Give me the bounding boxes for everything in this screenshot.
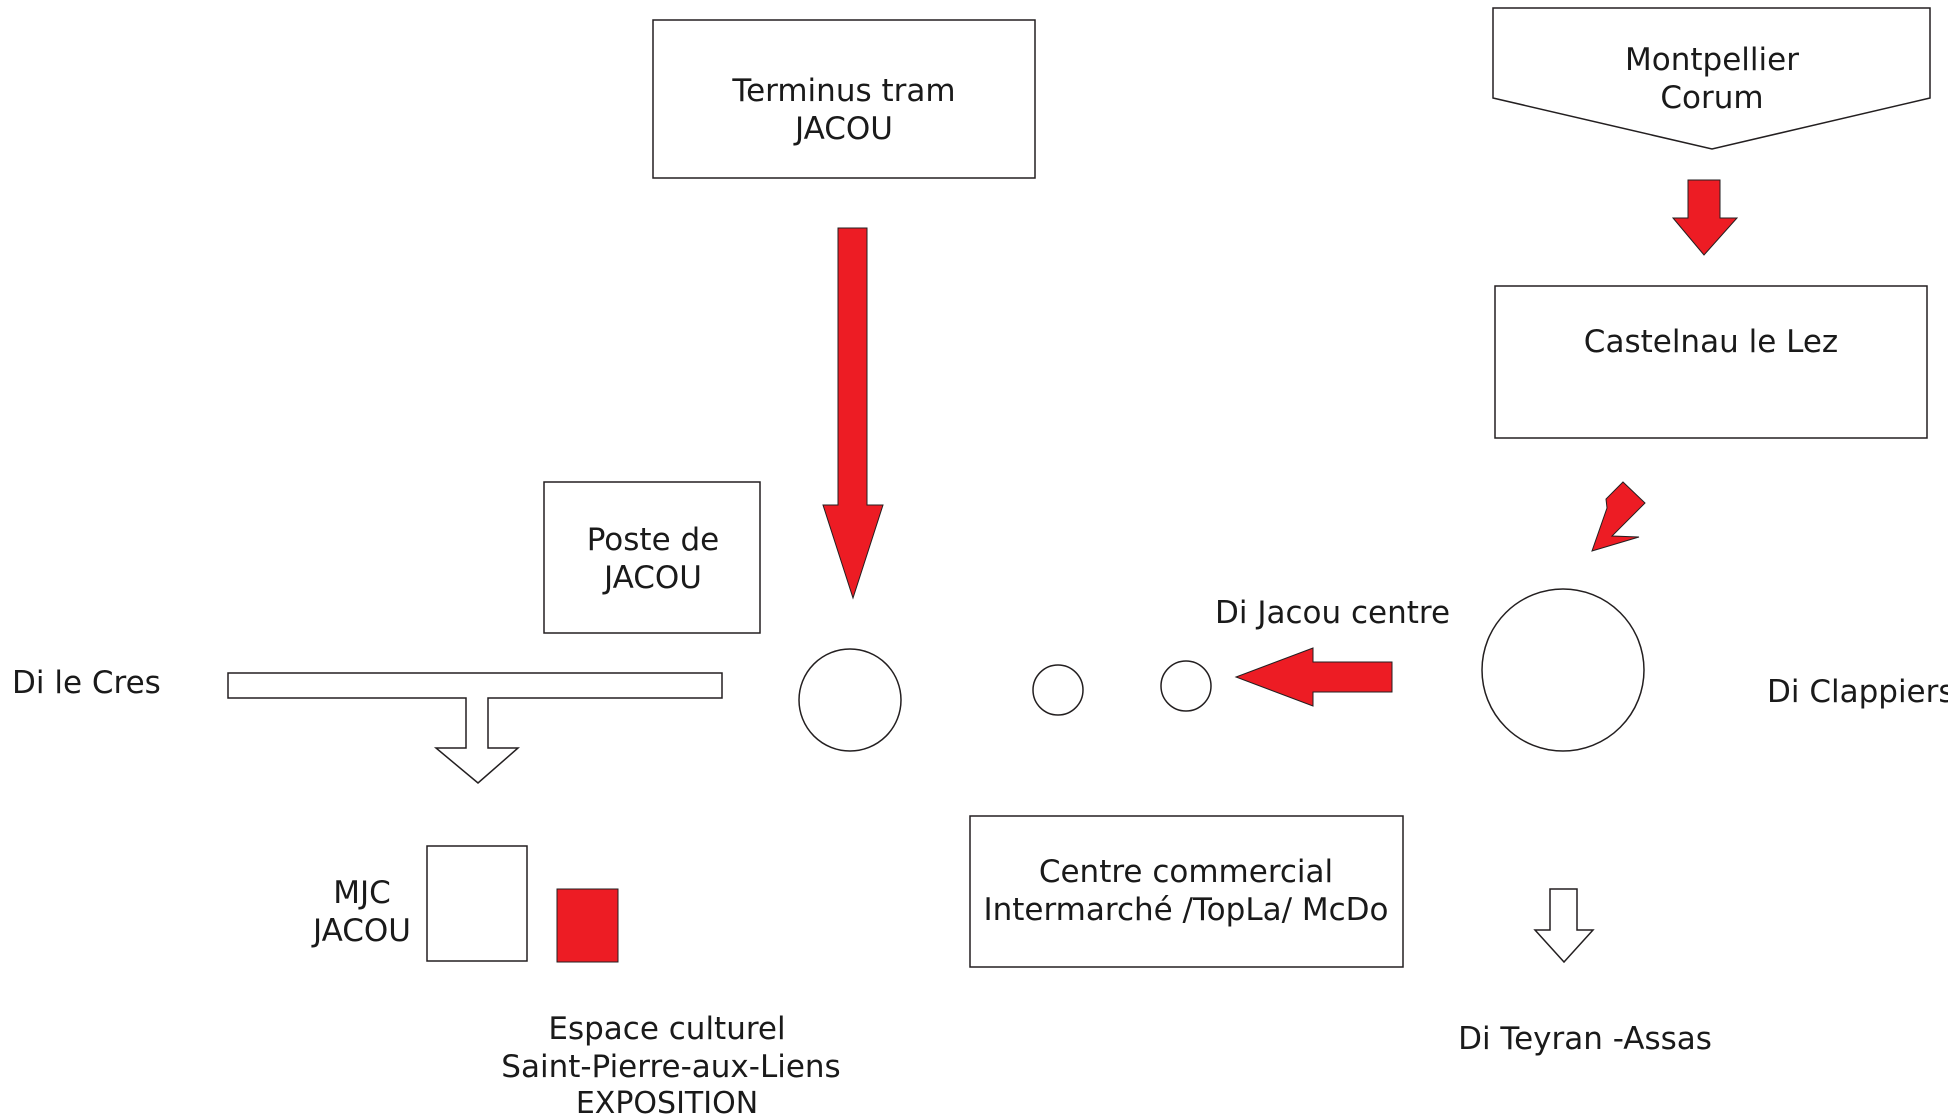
centre-commercial-box: Centre commercial Intermarché /TopLa/ Mc… (969, 815, 1404, 968)
espace-line-1: Espace culturel (548, 1011, 785, 1047)
poste-line-1: Poste de (587, 522, 720, 558)
espace-line-2: Saint-Pierre-aux-Liens (501, 1049, 840, 1085)
castelnau-box: Castelnau le Lez (1494, 285, 1928, 439)
centre-commercial-line-2: Intermarché /TopLa/ McDo (983, 892, 1388, 928)
white-arrow-teyran (1533, 888, 1595, 964)
mjc-line-1: MJC (333, 875, 391, 911)
montpellier-corum-box: Montpellier Corum (1492, 7, 1931, 150)
red-arrow-left-jacou-centre (1234, 647, 1393, 707)
espace-line-3: EXPOSITION (576, 1086, 758, 1114)
terminus-tram-line-1: Terminus tram (731, 73, 955, 109)
centre-commercial-line-1: Centre commercial (1039, 854, 1333, 890)
roundabout-small-1 (1032, 664, 1084, 716)
montpellier-line-2: Corum (1660, 80, 1763, 116)
di-clappiers-label: Di Clappiers (1767, 674, 1948, 710)
poste-line-2: JACOU (602, 560, 702, 596)
terminus-tram-line-2: JACOU (793, 111, 893, 147)
montpellier-line-1: Montpellier (1625, 42, 1799, 78)
roundabout-small-2 (1160, 660, 1212, 712)
mjc-line-2: JACOU (311, 913, 411, 949)
espace-culturel-marker (556, 888, 619, 963)
red-arrow-down-castelnau (1671, 179, 1739, 256)
di-teyran-label: Di Teyran -Assas (1458, 1021, 1712, 1057)
roundabout-large-left (798, 648, 902, 752)
mjc-building (426, 845, 528, 962)
red-arrow-down-tram (822, 227, 884, 600)
roundabout-clappiers (1481, 588, 1645, 752)
di-le-cres-label: Di le Cres (12, 665, 161, 701)
castelnau-label: Castelnau le Lez (1584, 324, 1838, 360)
white-road-arrow (227, 672, 723, 784)
poste-jacou-box: Poste de JACOU (543, 481, 761, 634)
red-arrow-diagonal (1591, 481, 1646, 552)
di-jacou-centre-label: Di Jacou centre (1215, 595, 1450, 631)
espace-culturel-label: Espace culturel Saint-Pierre-aux-Liens E… (501, 1011, 840, 1119)
terminus-tram-box: Terminus tram JACOU (652, 19, 1036, 179)
mjc-jacou: MJC JACOU (311, 845, 528, 962)
